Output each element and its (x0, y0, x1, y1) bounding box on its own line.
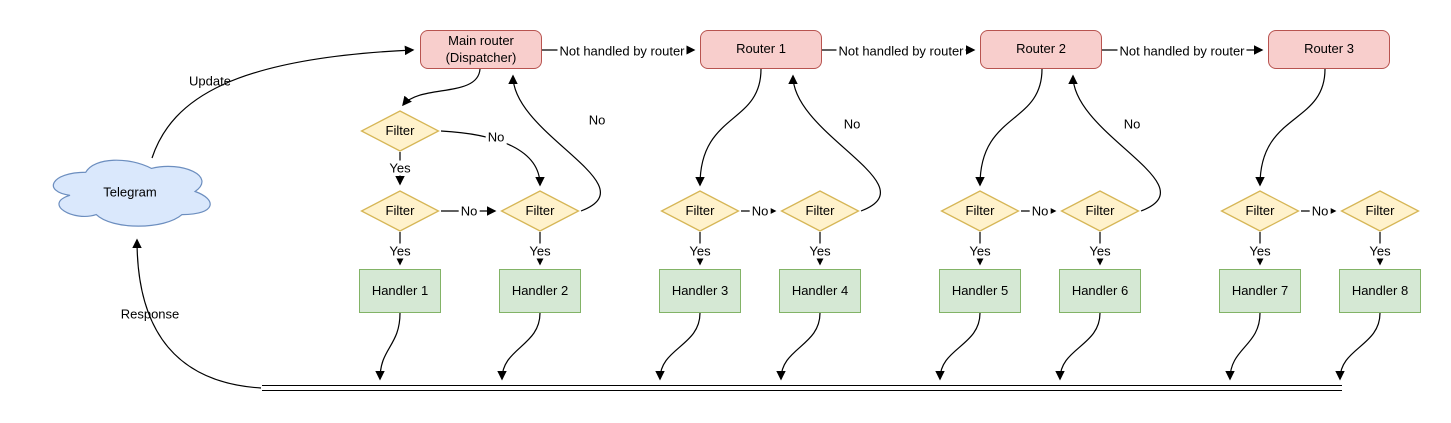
telegram-cloud-label: Telegram (103, 184, 157, 200)
filter-r3-right: Filter (1340, 190, 1420, 232)
handler-7-label: Handler 7 (1231, 282, 1289, 298)
router-1: Router 1 (700, 30, 822, 69)
router-2: Router 2 (980, 30, 1102, 69)
edge-h7-drop (1225, 312, 1261, 381)
edge-label-no-f7f8: No (1309, 203, 1331, 219)
diamond-shape (1220, 190, 1300, 232)
response-bus-line (262, 385, 1342, 391)
edge-h8-drop (1335, 312, 1381, 381)
handler-3-label: Handler 3 (671, 282, 729, 298)
telegram-cloud-shape (52, 159, 211, 227)
edge-main-to-filter (402, 68, 481, 107)
handler-1: Handler 1 (359, 269, 441, 313)
filter-r2-right: Filter (1060, 190, 1140, 232)
filter-r1-right: Filter (780, 190, 860, 232)
edge-label-not-handled-3: Not handled by router (1117, 43, 1247, 59)
handler-7: Handler 7 (1219, 269, 1301, 313)
edge-label-yes-h6: Yes (1087, 243, 1113, 259)
handler-8: Handler 8 (1339, 269, 1421, 313)
diamond-shape (360, 110, 440, 152)
handler-4-label: Handler 4 (791, 282, 849, 298)
edge-f2-return-no (508, 74, 601, 212)
diamond-shape (660, 190, 740, 232)
router-2-label: Router 2 (1016, 41, 1066, 57)
edge-label-yes-h1: Yes (387, 243, 413, 259)
edge-label-yes-h5: Yes (967, 243, 993, 259)
handler-1-label: Handler 1 (371, 282, 429, 298)
edge-label-yes-h2: Yes (527, 243, 553, 259)
edge-label-no-f0: No (485, 129, 507, 145)
handler-8-label: Handler 8 (1351, 282, 1409, 298)
edge-label-no-return-r2: No (1123, 116, 1141, 132)
handler-6-label: Handler 6 (1071, 282, 1129, 298)
edge-label-yes-h4: Yes (807, 243, 833, 259)
filter-r2-left: Filter (940, 190, 1020, 232)
filter-label: Filter (685, 202, 715, 218)
edge-r3-to-filter (1255, 68, 1326, 187)
handler-3: Handler 3 (659, 269, 741, 313)
filter-label: Filter (1085, 202, 1115, 218)
edge-h3-drop (655, 312, 701, 381)
diamond-shape (1340, 190, 1420, 232)
edge-label-not-handled-1: Not handled by router (557, 43, 687, 59)
edge-label-update: Update (189, 73, 231, 89)
filter-label: Filter (1245, 202, 1275, 218)
filter-main-top: Filter (360, 110, 440, 152)
handler-5-label: Handler 5 (951, 282, 1009, 298)
edge-f4-return-no (788, 74, 881, 212)
filter-r3-left: Filter (1220, 190, 1300, 232)
filter-label: Filter (805, 202, 835, 218)
edge-f0-no (440, 130, 545, 187)
edge-f6-return-no (1068, 74, 1161, 212)
router-3: Router 3 (1268, 30, 1390, 69)
edge-label-yes-f0: Yes (387, 160, 413, 176)
diamond-shape (1060, 190, 1140, 232)
diamond-shape (780, 190, 860, 232)
filter-r1-left: Filter (660, 190, 740, 232)
edge-r2-to-filter (975, 68, 1043, 187)
edge-label-not-handled-2: Not handled by router (836, 43, 966, 59)
handler-2: Handler 2 (499, 269, 581, 313)
router-1-label: Router 1 (736, 41, 786, 57)
edge-label-no-f5f6: No (1029, 203, 1051, 219)
diamond-shape (940, 190, 1020, 232)
filter-main-left: Filter (360, 190, 440, 232)
edge-label-yes-h7: Yes (1247, 243, 1273, 259)
edge-r1-to-filter (695, 68, 762, 187)
filter-label: Filter (385, 202, 415, 218)
filter-label: Filter (1365, 202, 1395, 218)
edge-label-no-return-r1: No (843, 116, 861, 132)
edge-label-yes-h3: Yes (687, 243, 713, 259)
filter-label: Filter (385, 122, 415, 138)
edge-label-response: Response (120, 306, 180, 322)
edge-h4-drop (776, 312, 821, 381)
edge-update (151, 45, 415, 159)
edge-label-no-f1f2: No (458, 203, 480, 219)
edge-h5-drop (935, 312, 981, 381)
handler-6: Handler 6 (1059, 269, 1141, 313)
router-main-dispatcher: Main router (Dispatcher) (420, 30, 542, 69)
edge-h2-drop (497, 312, 541, 381)
edge-label-no-return-main: No (588, 112, 606, 128)
handler-5: Handler 5 (939, 269, 1021, 313)
handler-4: Handler 4 (779, 269, 861, 313)
diamond-shape (500, 190, 580, 232)
edge-label-no-f3f4: No (749, 203, 771, 219)
handler-2-label: Handler 2 (511, 282, 569, 298)
filter-label: Filter (525, 202, 555, 218)
edge-response (132, 238, 262, 389)
edge-label-yes-h8: Yes (1367, 243, 1393, 259)
router-3-label: Router 3 (1304, 41, 1354, 57)
filter-label: Filter (965, 202, 995, 218)
edge-h6-drop (1055, 312, 1101, 381)
router-main-label: Main router (Dispatcher) (445, 33, 517, 65)
filter-main-right: Filter (500, 190, 580, 232)
diamond-shape (360, 190, 440, 232)
edge-h1-drop (375, 312, 401, 381)
